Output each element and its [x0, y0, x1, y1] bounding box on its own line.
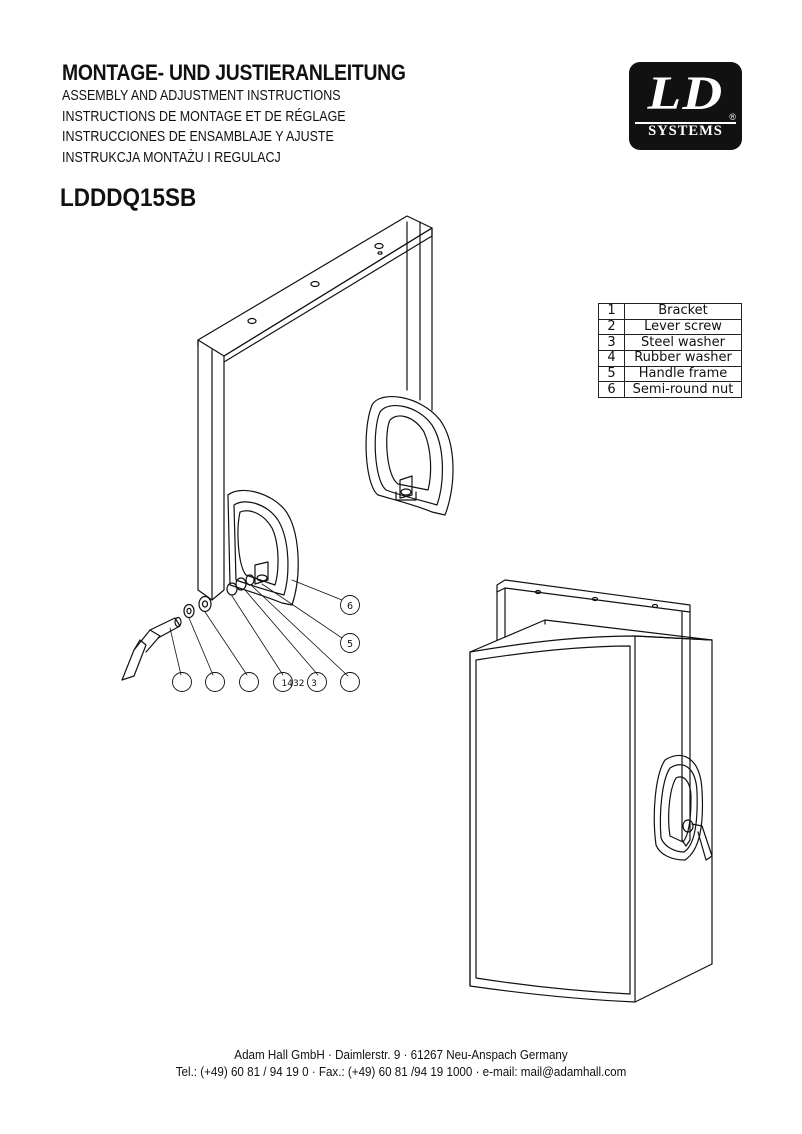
callout-row-text: 1432	[282, 679, 305, 689]
callout-blank-5	[307, 672, 327, 692]
rubber-washer	[198, 595, 212, 613]
callout-5	[340, 633, 360, 653]
subtitle-fr: INSTRUCTIONS DE MONTAGE ET DE RÉGLAGE	[62, 108, 346, 125]
handle-frame-right	[365, 396, 454, 516]
callout-blank-1	[172, 672, 192, 692]
table-row: 2 Lever screw	[598, 318, 742, 336]
part-name: Semi-round nut	[624, 381, 742, 399]
callout-6	[340, 595, 360, 615]
leader-lines	[169, 579, 349, 677]
callout-blank-6	[340, 672, 360, 692]
footer-address: Adam Hall GmbH · Daimlerstr. 9 · 61267 N…	[234, 1048, 568, 1062]
semi-round-nut	[226, 574, 255, 596]
logo-registered-mark: ®	[729, 112, 736, 122]
callout-6-label: 6	[347, 601, 353, 612]
handle-frame-left	[227, 489, 299, 606]
header: MONTAGE- UND JUSTIERANLEITUNG ASSEMBLY A…	[62, 60, 453, 168]
callout-row-3: 3	[311, 679, 317, 689]
part-name: Handle frame	[624, 365, 742, 383]
footer-contact: Tel.: (+49) 60 81 / 94 19 0 · Fax.: (+49…	[175, 1065, 627, 1079]
speaker-cabinet	[469, 619, 713, 1003]
parts-table: 1 Bracket 2 Lever screw 3 Steel washer 4…	[598, 303, 742, 399]
callout-blank-4	[273, 672, 293, 692]
model-number: LDDDQ15SB	[60, 184, 197, 212]
callout-bubbles	[172, 595, 360, 692]
ld-systems-logo: LD SYSTEMS ®	[629, 62, 742, 150]
logo-ld-text: LD	[647, 67, 724, 120]
subtitle-pl: INSTRUKCJA MONTAŻU I REGULACJ	[62, 149, 281, 166]
subtitle-es: INSTRUCCIONES DE ENSAMBLAJE Y AJUSTE	[62, 129, 334, 145]
callout-blank-3	[239, 672, 259, 692]
steel-washer	[183, 603, 195, 619]
footer: Adam Hall GmbH · Daimlerstr. 9 · 61267 N…	[0, 1047, 802, 1081]
lever-screw	[121, 616, 182, 681]
handle-frame-mounted	[653, 754, 704, 861]
bracket-exploded	[197, 215, 433, 601]
callout-5-label: 5	[347, 639, 353, 650]
logo-divider	[635, 122, 736, 124]
lever-screw-mounted	[682, 819, 713, 861]
logo-systems-text: SYSTEMS	[648, 123, 723, 139]
document-title: MONTAGE- UND JUSTIERANLEITUNG	[62, 60, 406, 85]
subtitle-en: ASSEMBLY AND ADJUSTMENT INSTRUCTIONS	[62, 88, 341, 104]
part-name: Bracket	[624, 303, 742, 320]
table-row: 5 Handle frame	[598, 365, 742, 383]
bracket-mounted	[496, 579, 691, 847]
table-row: 4 Rubber washer	[598, 350, 742, 367]
table-row: 6 Semi-round nut	[598, 381, 742, 399]
callout-blank-2	[205, 672, 225, 692]
